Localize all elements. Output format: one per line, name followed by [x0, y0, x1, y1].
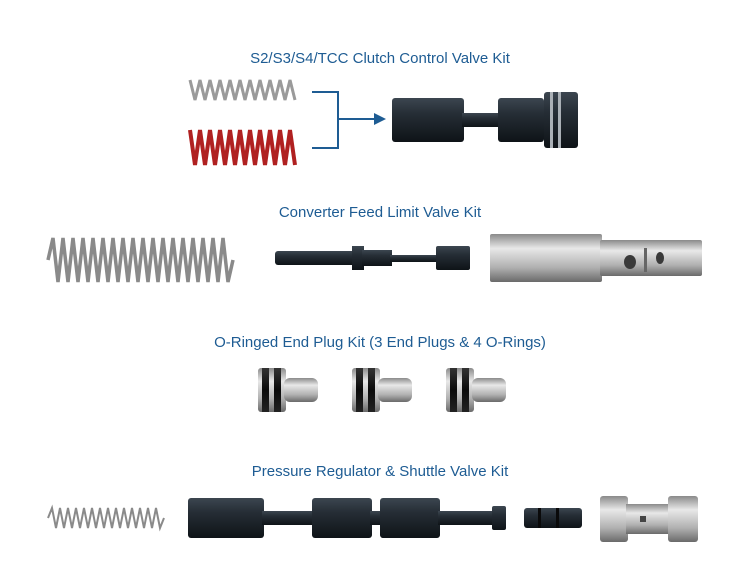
pressure-regulator-spring — [47, 504, 165, 532]
pressure-regulator-valve — [188, 498, 506, 538]
converter-feed-sleeve — [490, 234, 702, 282]
converter-feed-valve — [275, 246, 470, 270]
silver-spring — [188, 79, 297, 101]
shuttle-valve — [524, 508, 582, 528]
converter-feed-spring — [46, 237, 235, 283]
end-plug — [258, 368, 318, 412]
end-plug — [446, 368, 506, 412]
end-plug — [352, 368, 412, 412]
bracket-arrow-icon — [312, 91, 386, 149]
red-spring — [188, 129, 297, 166]
kit-title-pressure-regulator: Pressure Regulator & Shuttle Valve Kit — [251, 463, 509, 480]
kit-title-end-plug: O-Ringed End Plug Kit (3 End Plugs & 4 O… — [214, 334, 546, 351]
kit-title-clutch-control: S2/S3/S4/TCC Clutch Control Valve Kit — [250, 50, 510, 67]
clutch-control-valve — [392, 92, 578, 148]
kit-title-converter-feed: Converter Feed Limit Valve Kit — [278, 204, 482, 221]
shuttle-sleeve — [600, 496, 698, 542]
